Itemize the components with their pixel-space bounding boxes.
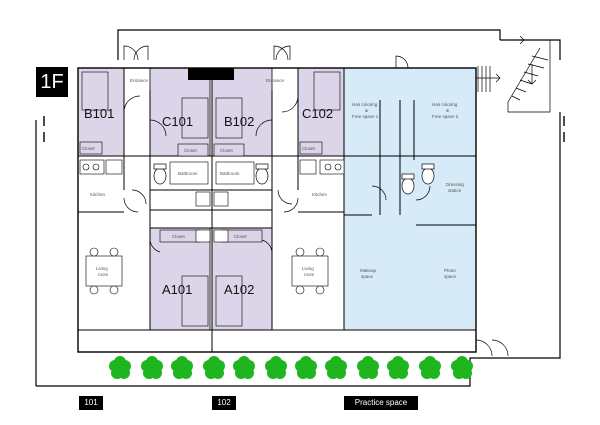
closet-c102: [299, 141, 323, 155]
bed-c102: [313, 71, 341, 111]
stove-left: [79, 159, 105, 175]
site-boundary: [35, 29, 501, 386]
kitchen-label-right: Kitchen: [312, 192, 328, 197]
room-labels: B101 C101 B102 C102 A101 A102: [84, 106, 333, 297]
tree-icon: [171, 356, 193, 379]
bed-b101: [81, 71, 109, 111]
room-label-c101: C101: [162, 114, 193, 129]
doors: [123, 45, 509, 357]
room-label-right: room: [304, 272, 315, 277]
closet-b102: [213, 143, 245, 157]
tree-icon: [419, 356, 441, 379]
bathroom-label-right: Bathroom: [220, 171, 240, 176]
room-label-left: room: [98, 272, 109, 277]
bath-right: [215, 161, 255, 185]
hair-label-1c: Free space 1: [352, 114, 379, 119]
stove-burners: [82, 163, 342, 171]
makeup-label-2: space: [361, 274, 374, 279]
tree-icon: [357, 356, 379, 379]
dressing-label-2: station: [448, 188, 462, 193]
hair-label-1b: &: [365, 108, 368, 113]
small-labels: Entrance Entrance Closet Closet Closet C…: [82, 78, 464, 279]
fixtures: [79, 71, 345, 327]
column-low-2: [213, 229, 229, 243]
sink-right: [299, 159, 317, 175]
entrance-label-left: Entrance: [130, 78, 149, 83]
unit-label-101: 101: [79, 396, 103, 410]
tree-icon: [451, 356, 473, 379]
hair-label-1a: Hair coloring: [352, 102, 378, 107]
tree-icon: [203, 356, 225, 379]
entrance-label-right: Entrance: [266, 78, 285, 83]
staircase: [476, 35, 551, 113]
tree-icon: [387, 356, 409, 379]
closet-b101: [79, 141, 103, 155]
bed-a102: [215, 275, 243, 327]
bed-c101: [181, 97, 209, 139]
interior-walls: [78, 68, 476, 330]
practice-space-area: [343, 67, 477, 331]
bathroom-label-left: Bathroom: [178, 171, 198, 176]
closet-label-a101: Closet: [172, 234, 186, 239]
living-label-right: Living: [302, 266, 314, 271]
living-table-left: [85, 255, 123, 287]
bed-b102: [215, 97, 243, 139]
boundary-dashes: [43, 116, 565, 142]
entry-block: [188, 68, 234, 80]
room-label-a102: A102: [224, 282, 254, 297]
tree-row: [109, 356, 473, 379]
living-label-left: Living: [96, 266, 108, 271]
closet-label-c102: Closet: [302, 146, 316, 151]
tree-icon: [295, 356, 317, 379]
closet-c101: [177, 143, 209, 157]
dressing-label-1: Dressing: [446, 182, 464, 187]
closet-label-a102: Closet: [234, 234, 248, 239]
toilets: [153, 163, 435, 195]
practice-space-label: Practice space: [344, 396, 418, 410]
kitchen-label-left: Kitchen: [90, 192, 106, 197]
room-label-a101: A101: [162, 282, 192, 297]
tree-icon: [325, 356, 347, 379]
column-mid-1: [195, 191, 211, 207]
column-mid-2: [213, 191, 229, 207]
living-table-right: [291, 255, 329, 287]
hair-label-2a: Hair coloring: [432, 102, 458, 107]
tree-icon: [109, 356, 131, 379]
photo-label-2: space: [444, 274, 457, 279]
makeup-label-1: Makeup: [360, 268, 377, 273]
photo-label-1: Photo: [444, 268, 456, 273]
sink-left: [105, 159, 123, 175]
chairs: [89, 247, 325, 295]
closet-label-b101: Closet: [82, 146, 96, 151]
tree-icon: [265, 356, 287, 379]
tree-icon: [233, 356, 255, 379]
hair-label-2b: &: [446, 108, 449, 113]
unit-label-102: 102: [212, 396, 236, 410]
bed-a101: [181, 275, 209, 327]
room-label-c102: C102: [302, 106, 333, 121]
building-outline: [77, 67, 477, 353]
closet-label-c101: Closet: [184, 148, 198, 153]
room-label-b101: B101: [84, 106, 114, 121]
room-label-b102: B102: [224, 114, 254, 129]
floor-badge: 1F: [36, 67, 68, 97]
closet-label-b102: Closet: [220, 148, 234, 153]
tree-icon: [141, 356, 163, 379]
column-low-1: [195, 229, 211, 243]
bath-left: [169, 161, 209, 185]
stove-right: [319, 159, 345, 175]
hair-label-2c: Free space 2: [432, 114, 459, 119]
